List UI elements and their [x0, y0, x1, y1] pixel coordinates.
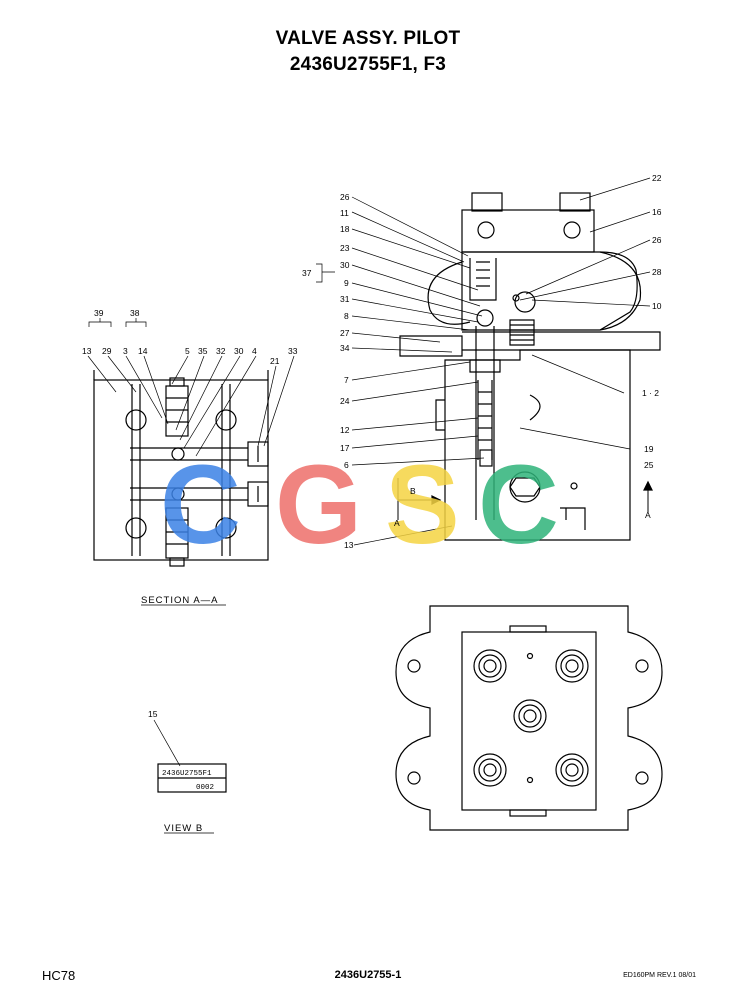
- gsc-watermark: C G S C: [160, 442, 559, 567]
- callout-3: 3: [123, 346, 128, 356]
- callout-7: 7: [344, 375, 349, 385]
- callout-35: 35: [198, 346, 208, 356]
- callout-23: 23: [340, 243, 350, 253]
- nameplate-serial: 0002: [196, 784, 214, 792]
- callout-24: 24: [340, 396, 350, 406]
- callout-5: 5: [185, 346, 190, 356]
- section-leader-lines: [87, 318, 295, 457]
- callout-10: 10: [652, 301, 662, 311]
- callout-12: 12: [340, 425, 350, 435]
- callout-18: 18: [340, 224, 350, 234]
- callout-25: 25: [644, 460, 654, 470]
- callout-21: 21: [270, 356, 280, 366]
- view-arrow-a-label: A: [645, 510, 651, 520]
- callout-39: 39: [94, 308, 104, 318]
- main-view-callouts: 26 11 18 23 37 30 9 31 8 27 34 7 24 12 1…: [302, 173, 662, 550]
- view-b-plate: [153, 719, 227, 793]
- callout-11: 11: [340, 208, 349, 218]
- footer-revision: ED160PM REV.1 08/01: [623, 972, 696, 979]
- view-b-caption: VIEW B: [164, 823, 203, 834]
- callout-13-sec: 13: [82, 346, 92, 356]
- callout-16: 16: [652, 207, 662, 217]
- footer-drawing-number: 2436U2755-1: [334, 969, 402, 981]
- callout-15: 15: [148, 709, 158, 719]
- footer-page-code: HC78: [42, 968, 76, 983]
- watermark-letter-s: S: [385, 442, 460, 567]
- callout-13: 13: [344, 540, 354, 550]
- page-title: VALVE ASSY. PILOT: [275, 28, 461, 49]
- callout-17: 17: [340, 443, 350, 453]
- bottom-plan-view: [395, 605, 663, 831]
- section-arrow-a-label: A: [394, 518, 400, 528]
- callout-30: 30: [340, 260, 350, 270]
- callout-38: 38: [130, 308, 140, 318]
- callout-37: 37: [302, 268, 312, 278]
- main-elevation-view: [397, 192, 661, 541]
- callout-19: 19: [644, 444, 654, 454]
- section-callouts: 39 38 13 29 3 14 5 35 32 30 4 21 33: [82, 308, 298, 366]
- watermark-letter-g: G: [275, 442, 362, 567]
- view-arrow-b-label: B: [410, 486, 416, 496]
- section-a-a-view: [93, 370, 269, 567]
- section-a-a-caption: SECTION A—A: [141, 595, 219, 606]
- callout-22: 22: [652, 173, 662, 183]
- watermark-letter-c1: C: [160, 442, 241, 567]
- watermark-letter-c2: C: [478, 442, 559, 567]
- callout-28: 28: [652, 267, 662, 277]
- callout-9: 9: [344, 278, 349, 288]
- callout-8: 8: [344, 311, 349, 321]
- callout-30-sec: 30: [234, 346, 244, 356]
- callout-14: 14: [138, 346, 148, 356]
- callout-26a: 26: [340, 192, 350, 202]
- callout-27: 27: [340, 328, 350, 338]
- callout-32: 32: [216, 346, 226, 356]
- callout-34: 34: [340, 343, 350, 353]
- callout-31: 31: [340, 294, 350, 304]
- callout-26b: 26: [652, 235, 662, 245]
- callout-33: 33: [288, 346, 298, 356]
- callout-4: 4: [252, 346, 257, 356]
- callout-29: 29: [102, 346, 112, 356]
- main-leader-lines: [316, 177, 651, 546]
- callout-6: 6: [344, 460, 349, 470]
- part-number-title: 2436U2755F1, F3: [289, 54, 447, 75]
- callout-1-2: 1 · 2: [642, 388, 659, 398]
- nameplate-part-number: 2436U2755F1: [162, 770, 212, 778]
